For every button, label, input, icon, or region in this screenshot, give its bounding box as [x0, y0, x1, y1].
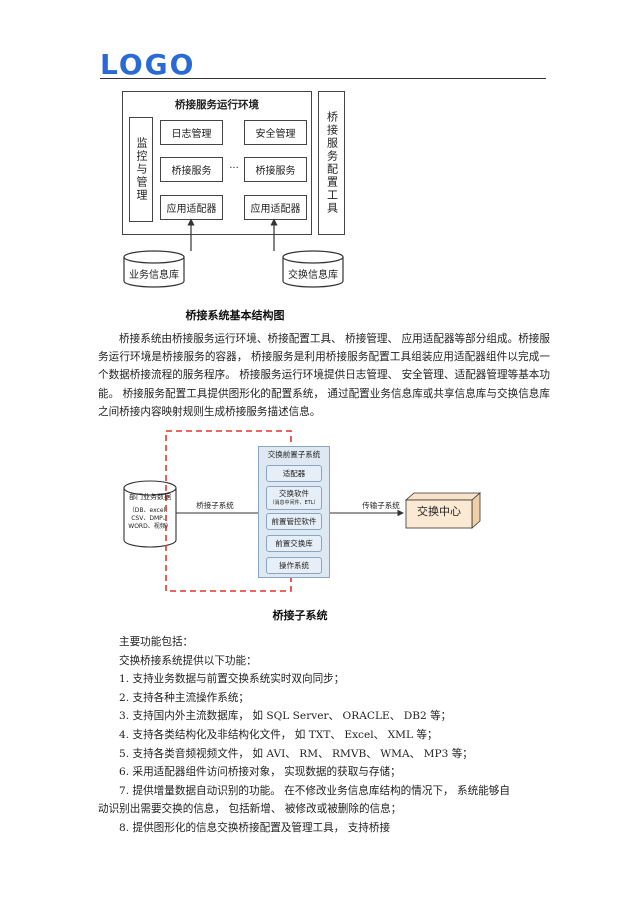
intro-paragraph-text: 桥接系统由桥接服务运行环境、桥接配置工具、 桥接管理、 应用适配器等部分组成。桥…	[98, 333, 550, 418]
function-item: 5. 支持各类音频视频文件， 如 AVI、 RM、 RMVB、 WMA、 MP3…	[119, 747, 473, 760]
header-divider	[100, 78, 546, 79]
functions-intro-1: 主要功能包括：	[119, 636, 194, 648]
front-subsystem-title: 交换前置子系统	[267, 450, 321, 459]
monitor-management-box: 监控与管理	[129, 117, 153, 222]
dept-db-line2: CSV、DMP、	[131, 515, 169, 522]
front-exchange-db-box: 前置交换库	[266, 535, 322, 552]
logo: LOGO	[100, 48, 196, 81]
diagram1-caption: 桥接系统基本结构图	[185, 309, 285, 322]
dept-db-line1: （DB、excel、	[128, 507, 172, 514]
dept-db-line3: WORD、视频）	[128, 523, 172, 530]
function-item: 2. 支持各种主流操作系统；	[119, 691, 250, 704]
security-management-box: 安全管理	[244, 120, 307, 145]
config-tool-box: 桥接服务配置工具	[318, 91, 345, 235]
function-item-7-line2: 动识别出需要交换的信息， 包括新增、 被修改或被删除的信息；	[98, 803, 402, 816]
bridge-service-box-2: 桥接服务	[244, 157, 307, 182]
dept-db-title: 部门业务数据	[129, 493, 171, 501]
functions-intro-2: 交换桥接系统提供以下功能：	[119, 654, 257, 667]
exchange-software-box	[266, 486, 322, 510]
dept-db-cylinder	[123, 480, 177, 548]
exchange-db-cylinder	[282, 250, 344, 288]
os-box: 操作系统	[266, 557, 322, 574]
exchange-db-label: 交换信息库	[288, 270, 338, 281]
bridge-subsystem-label: 桥接子系统	[196, 501, 234, 510]
app-adapter-box-1: 应用适配器	[160, 195, 223, 220]
functions-section: 主要功能包括： 交换桥接系统提供以下功能： 1. 支持业务数据与前置交换系统实时…	[98, 633, 550, 838]
function-item: 3. 支持国内外主流数据库， 如 SQL Server、 ORACLE、 DB2…	[119, 710, 452, 723]
runtime-env-title: 桥接服务运行环境	[175, 99, 259, 111]
diagram2-caption: 桥接子系统	[272, 609, 328, 622]
front-control-box: 前置管控软件	[266, 513, 322, 530]
function-item: 1. 支持业务数据与前置交换系统实时双向同步；	[119, 673, 345, 686]
business-db-label: 业务信息库	[129, 270, 179, 281]
exchange-center-label: 交换中心	[417, 505, 461, 518]
ellipsis: ···	[229, 163, 239, 174]
function-item: 6. 采用适配器组件访问桥接对象， 实现数据的获取与存储；	[119, 766, 401, 779]
exchange-center-box	[404, 492, 482, 529]
exchange-software-label: 交换软件	[279, 489, 309, 498]
function-item-7-line1: 7. 提供增量数据自动识别的功能。 在不修改业务信息库结构的情况下， 系统能够自	[119, 784, 510, 797]
exchange-software-sublabel: （消息中间件、ETL）	[269, 500, 319, 506]
function-item: 4. 支持各类结构化及非结构化文件， 如 TXT、 Excel、 XML 等；	[119, 728, 438, 741]
bridge-service-box-1: 桥接服务	[160, 157, 223, 182]
transfer-subsystem-label: 传输子系统	[362, 501, 400, 510]
log-management-box: 日志管理	[160, 120, 223, 145]
runtime-env-container	[122, 91, 312, 235]
adapter-box: 适配器	[266, 465, 322, 482]
db-connections	[123, 218, 344, 288]
business-db-cylinder	[123, 250, 185, 288]
function-item-8: 8. 提供图形化的信息交换桥接配置及管理工具， 支持桥接	[119, 821, 391, 834]
intro-paragraph: 桥接系统由桥接服务运行环境、桥接配置工具、 桥接管理、 应用适配器等部分组成。桥…	[98, 330, 550, 421]
